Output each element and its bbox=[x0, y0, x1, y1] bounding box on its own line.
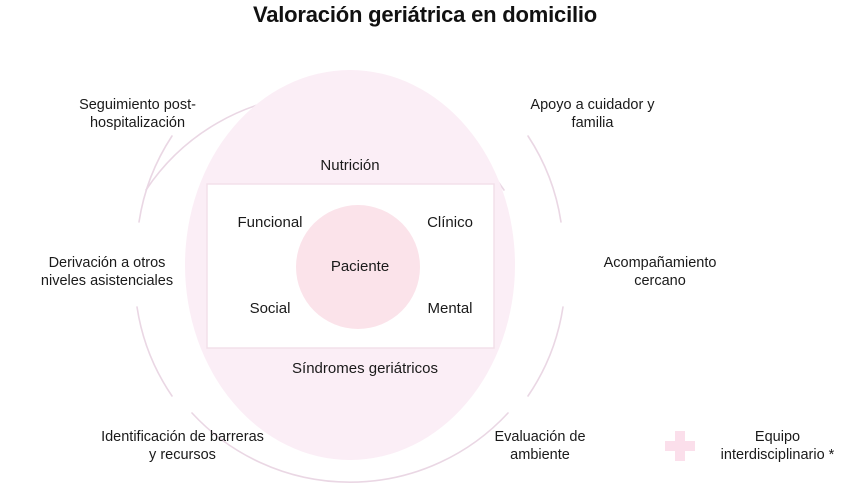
page-title: Valoración geriátrica en domicilio bbox=[252, 2, 598, 27]
center-label-paciente: Paciente bbox=[330, 258, 390, 275]
patient-core-circle bbox=[296, 205, 420, 329]
quadrant-label-social: Social bbox=[249, 300, 291, 317]
quadrant-label-clinico: Clínico bbox=[427, 214, 473, 231]
plus-cross-icon bbox=[665, 431, 695, 462]
mid-label-sindromes: Síndromes geriátricos bbox=[292, 360, 438, 377]
outer-label-seguimiento: Seguimiento post-hospitalización bbox=[79, 97, 196, 132]
quadrant-label-funcional: Funcional bbox=[237, 214, 303, 231]
quadrant-label-mental: Mental bbox=[427, 300, 473, 317]
mid-label-nutricion: Nutrición bbox=[320, 157, 380, 174]
